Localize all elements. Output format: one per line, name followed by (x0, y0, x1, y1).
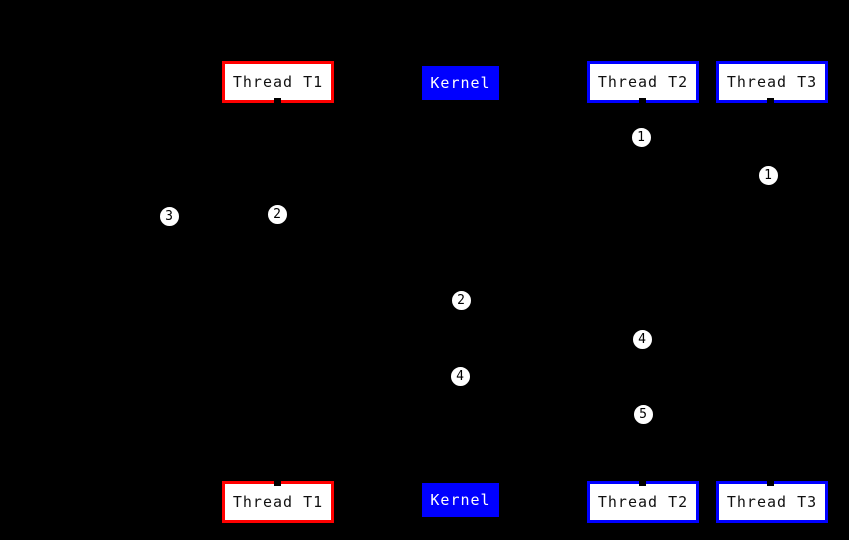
step-marker-2-thread-t1: 2 (266, 203, 288, 225)
lifeline-notch-bottom-thread-t1 (274, 481, 281, 486)
step-marker-1-thread-t3: 1 (757, 164, 779, 186)
actor-box-bottom-kernel: Kernel (422, 483, 499, 517)
lifeline-notch-top-thread-t2 (639, 98, 646, 103)
step-marker-3-left-of-thread-t1: 3 (158, 205, 180, 227)
step-marker-4-kernel: 4 (449, 365, 471, 387)
lifeline-thread-t2 (642, 100, 644, 484)
step-marker-1-thread-t2: 1 (630, 126, 652, 148)
lifeline-notch-bottom-thread-t3 (767, 481, 774, 486)
lifeline-thread-t1 (277, 100, 279, 484)
actor-box-top-thread-t2: Thread T2 (587, 61, 699, 103)
step-marker-4-thread-t2: 4 (631, 328, 653, 350)
actor-box-bottom-thread-t2: Thread T2 (587, 481, 699, 523)
step-marker-5-thread-t2: 5 (632, 403, 654, 425)
actor-box-bottom-thread-t1: Thread T1 (222, 481, 334, 523)
actor-box-top-thread-t1: Thread T1 (222, 61, 334, 103)
actor-box-bottom-thread-t3: Thread T3 (716, 481, 828, 523)
lifeline-notch-bottom-thread-t2 (639, 481, 646, 486)
step-marker-2-kernel: 2 (450, 289, 472, 311)
lifeline-thread-t3 (770, 100, 772, 484)
actor-box-top-kernel: Kernel (422, 66, 499, 100)
lifeline-notch-top-thread-t1 (274, 98, 281, 103)
lifeline-notch-top-thread-t3 (767, 98, 774, 103)
actor-box-top-thread-t3: Thread T3 (716, 61, 828, 103)
